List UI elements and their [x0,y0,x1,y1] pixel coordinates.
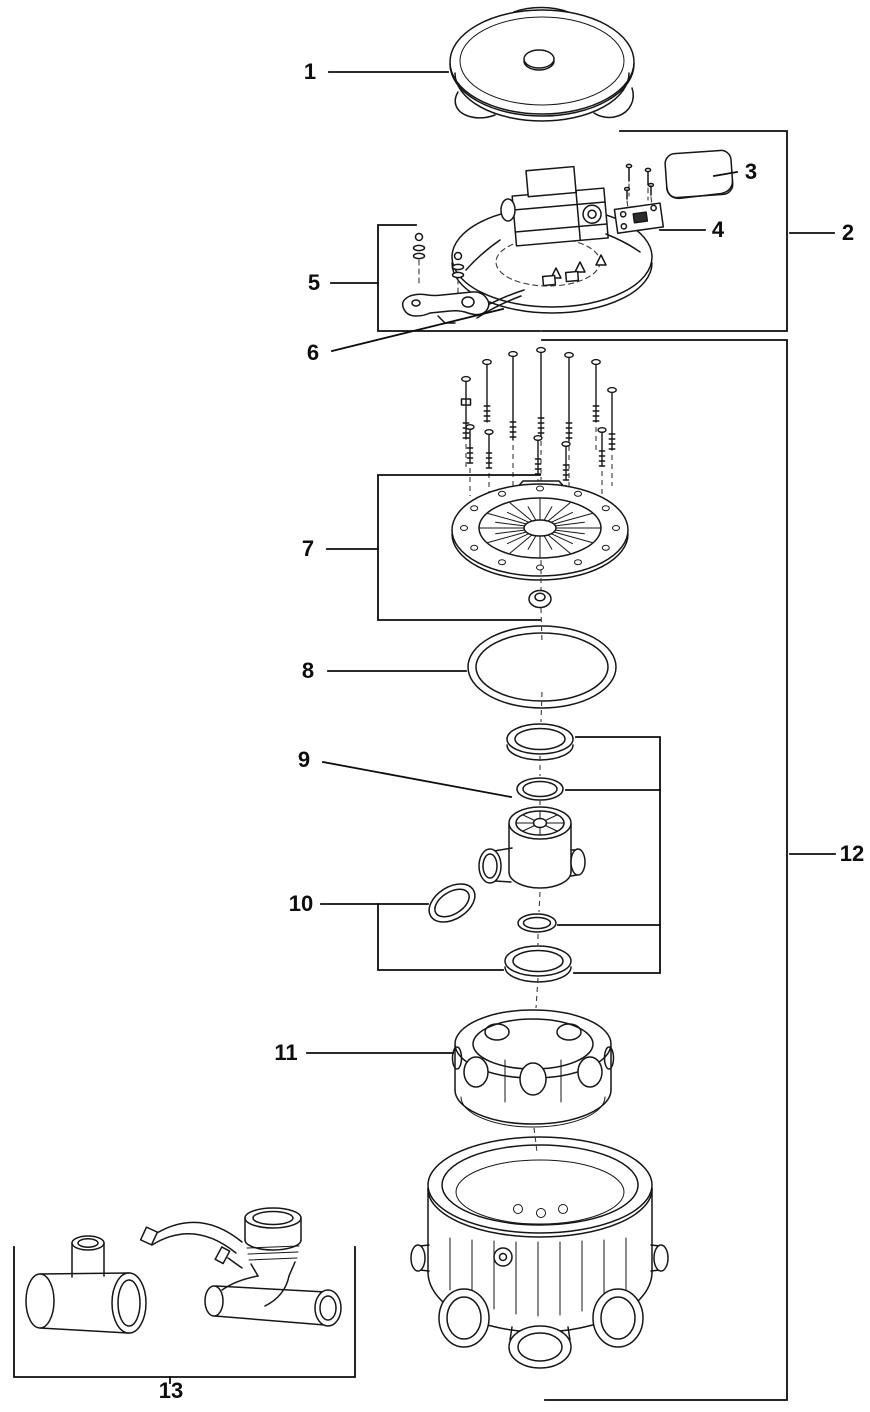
part-oring-lower [517,913,557,933]
bracket-7 [377,474,541,621]
rotor-bolt-holes [460,485,620,571]
part-label-2: 2 [841,220,855,245]
part-shaft-cap [528,589,552,609]
part-label-9: 9 [297,747,311,772]
part-tee-fitting [25,1235,147,1334]
part-side-oring [428,883,476,923]
part-label-10: 10 [288,891,314,916]
part-diverter-rotor [478,806,586,889]
part-circuit-board [613,182,665,234]
part-label-3: 3 [744,159,758,184]
part-label-12: 12 [839,841,865,866]
part-timer-cover [664,149,734,200]
part-label-13: 13 [158,1378,184,1403]
part-label-5: 5 [307,270,321,295]
bracket-10 [377,903,504,971]
leader-6 [330,307,505,353]
part-hose-union-assembly [139,1207,342,1327]
part-label-4: 4 [711,217,725,242]
part-rotor-plate [451,480,629,581]
leader-9 [321,760,513,799]
rotor-spokes [479,498,601,558]
part-label-11: 11 [274,1040,298,1065]
callout-lines [13,71,836,1401]
part-label-1: 1 [303,59,317,84]
part-label-6: 6 [306,340,320,365]
bracket-5 [377,224,541,332]
part-motor-timer-assembly [451,163,653,319]
part-screws-set [460,346,617,502]
bracket-2 [541,130,788,332]
part-label-8: 8 [301,658,315,683]
part-seal-ring-bottom [504,945,572,983]
leader-3 [712,170,739,178]
center-axis-dashes [533,560,543,1153]
part-label-7: 7 [301,536,315,561]
bracket-seal-group [573,736,661,974]
part-top-lid [449,6,635,122]
part-valve-tank-body [410,1136,669,1369]
motor-block [511,165,609,247]
part-oring-upper [516,777,564,801]
part-lock-ring [451,1009,615,1128]
bracket-12 [541,339,788,1401]
screw-alignment-dashes [465,427,613,502]
part-lever-and-washers [401,232,490,324]
bracket-13 [13,1246,356,1378]
part-seal-ring-top [506,723,574,761]
